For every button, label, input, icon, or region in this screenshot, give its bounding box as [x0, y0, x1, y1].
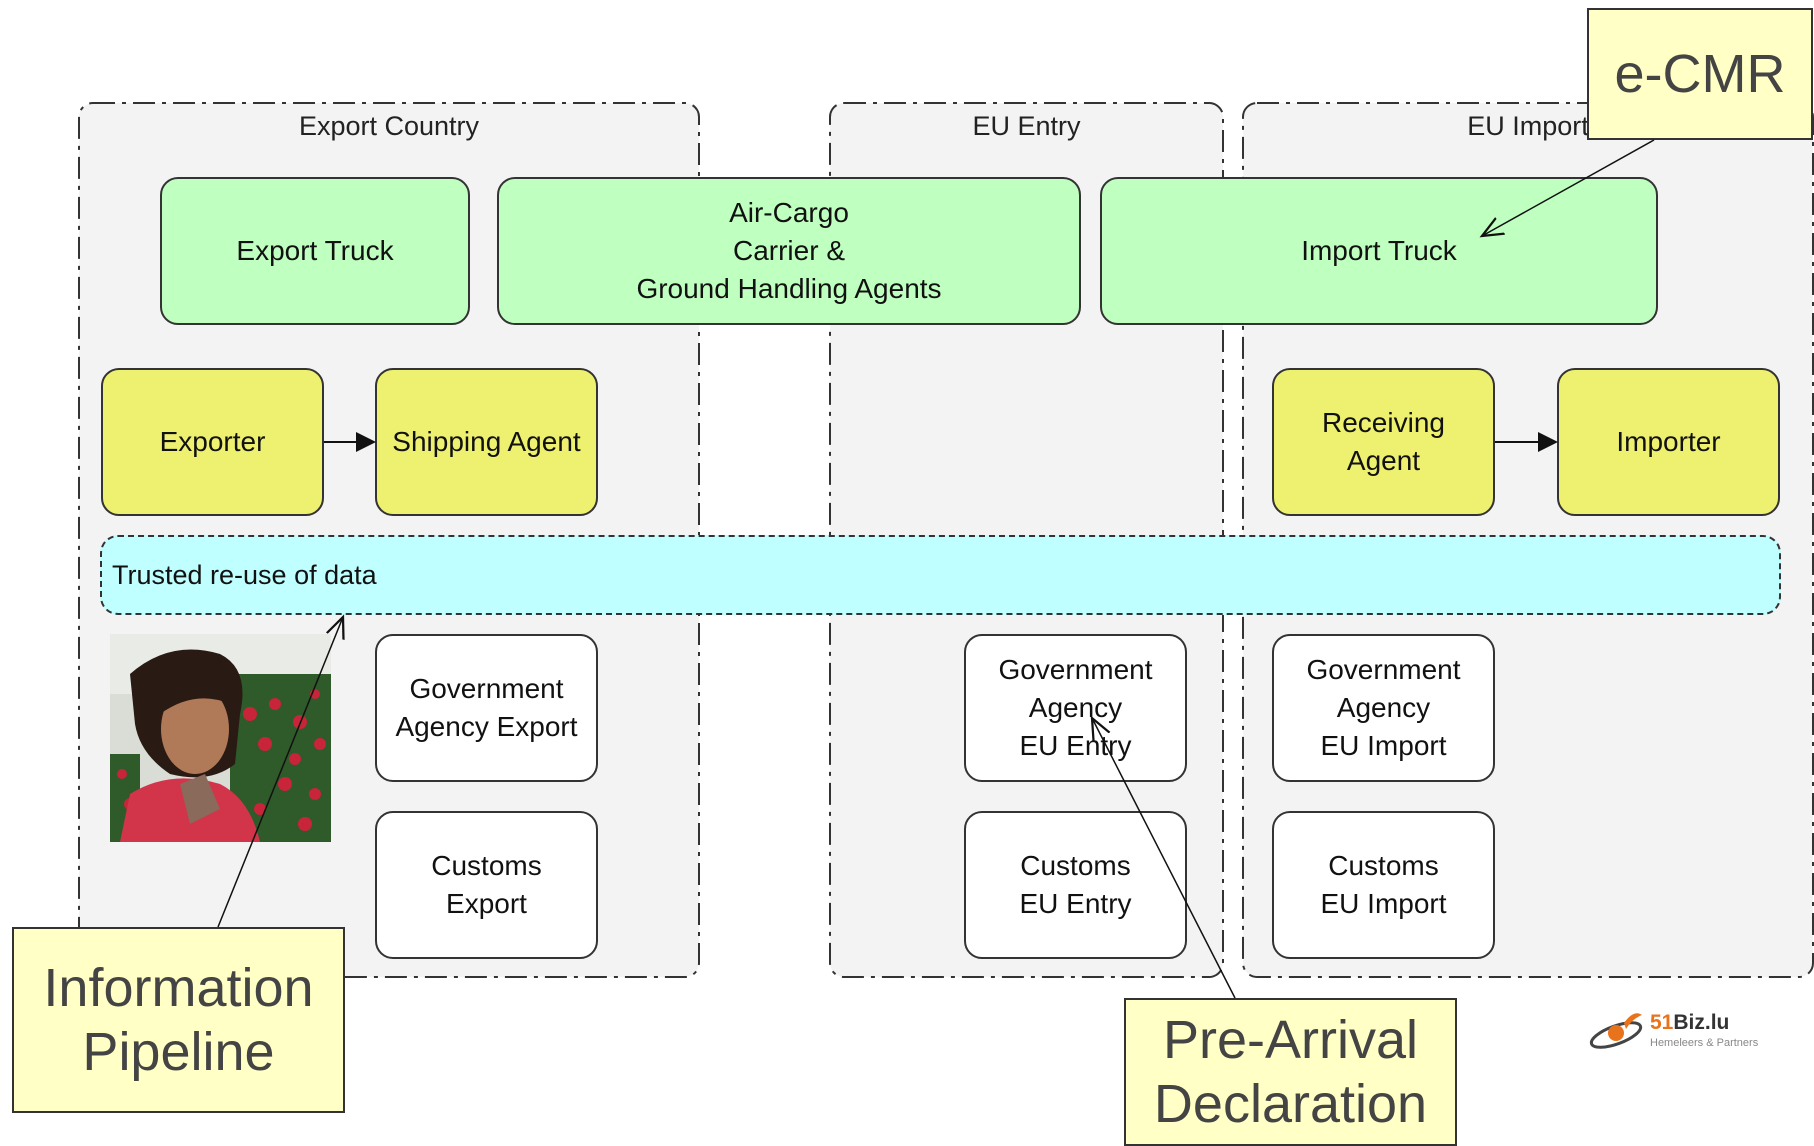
customs-entry-box[interactable]: Customs EU Entry	[964, 811, 1187, 959]
callout-pipeline-label: Information Pipeline	[43, 958, 314, 1082]
customs-import-label: Customs EU Import	[1320, 850, 1447, 919]
customs-import-box[interactable]: Customs EU Import	[1272, 811, 1495, 959]
lane-export-country: Export Country	[79, 103, 699, 977]
logo-name-number: 51	[1650, 1011, 1674, 1034]
logo-mark-icon	[1589, 1013, 1643, 1049]
air-cargo-label: Air-Cargo Carrier & Ground Handling Agen…	[636, 197, 942, 304]
lane-eu-import: EU Import	[1243, 103, 1813, 977]
gov-agency-export-label: Government Agency Export	[395, 673, 578, 742]
callout-ecmr[interactable]: e-CMR	[1587, 8, 1813, 140]
importer-box[interactable]: Importer	[1557, 368, 1780, 516]
gov-agency-import-label: Government Agency EU Import	[1306, 654, 1461, 761]
pipeline-pointer	[217, 617, 343, 928]
lane-title-export: Export Country	[298, 111, 480, 141]
exporter-label: Exporter	[159, 426, 266, 457]
shipping-agent-box[interactable]: Shipping Agent	[375, 368, 598, 516]
receiving-agent-box[interactable]: Receiving Agent	[1272, 368, 1495, 516]
customs-entry-label: Customs EU Entry	[1019, 850, 1132, 919]
callout-information-pipeline[interactable]: Information Pipeline	[12, 927, 345, 1113]
logo-name-rest: Biz.lu	[1673, 1011, 1730, 1034]
gov-agency-import-box[interactable]: Government Agency EU Import	[1272, 634, 1495, 782]
lane-eu-entry: EU Entry	[830, 103, 1223, 977]
export-truck-box[interactable]: Export Truck	[160, 177, 470, 325]
receiving-agent-label: Receiving Agent	[1322, 407, 1445, 476]
exporter-box[interactable]: Exporter	[101, 368, 324, 516]
callout-ecmr-label: e-CMR	[1614, 44, 1786, 104]
lane-title-import: EU Import	[1467, 111, 1589, 141]
shipping-agent-label: Shipping Agent	[392, 426, 581, 457]
prearrival-pointer	[1092, 718, 1236, 999]
logo-name: 51Biz.lu	[1650, 1011, 1729, 1035]
ecmr-pointer	[1482, 139, 1655, 236]
trusted-reuse-band[interactable]: Trusted re-use of data	[100, 535, 1781, 615]
callout-pre-arrival[interactable]: Pre-Arrival Declaration	[1124, 998, 1457, 1146]
import-truck-box[interactable]: Import Truck	[1100, 177, 1658, 325]
logo-51biz: 51Biz.lu Hemeleers & Partners	[1586, 1003, 1786, 1063]
lane-title-entry: EU Entry	[972, 111, 1081, 141]
export-truck-label: Export Truck	[236, 235, 394, 266]
importer-label: Importer	[1616, 426, 1721, 457]
trusted-reuse-label: Trusted re-use of data	[112, 559, 377, 590]
callout-prearrival-label: Pre-Arrival Declaration	[1153, 1010, 1428, 1134]
gov-agency-export-box[interactable]: Government Agency Export	[375, 634, 598, 782]
logo-tagline: Hemeleers & Partners	[1650, 1037, 1759, 1049]
customs-export-label: Customs Export	[431, 850, 542, 919]
import-truck-label: Import Truck	[1301, 235, 1457, 266]
air-cargo-box[interactable]: Air-Cargo Carrier & Ground Handling Agen…	[497, 177, 1081, 325]
customs-export-box[interactable]: Customs Export	[375, 811, 598, 959]
